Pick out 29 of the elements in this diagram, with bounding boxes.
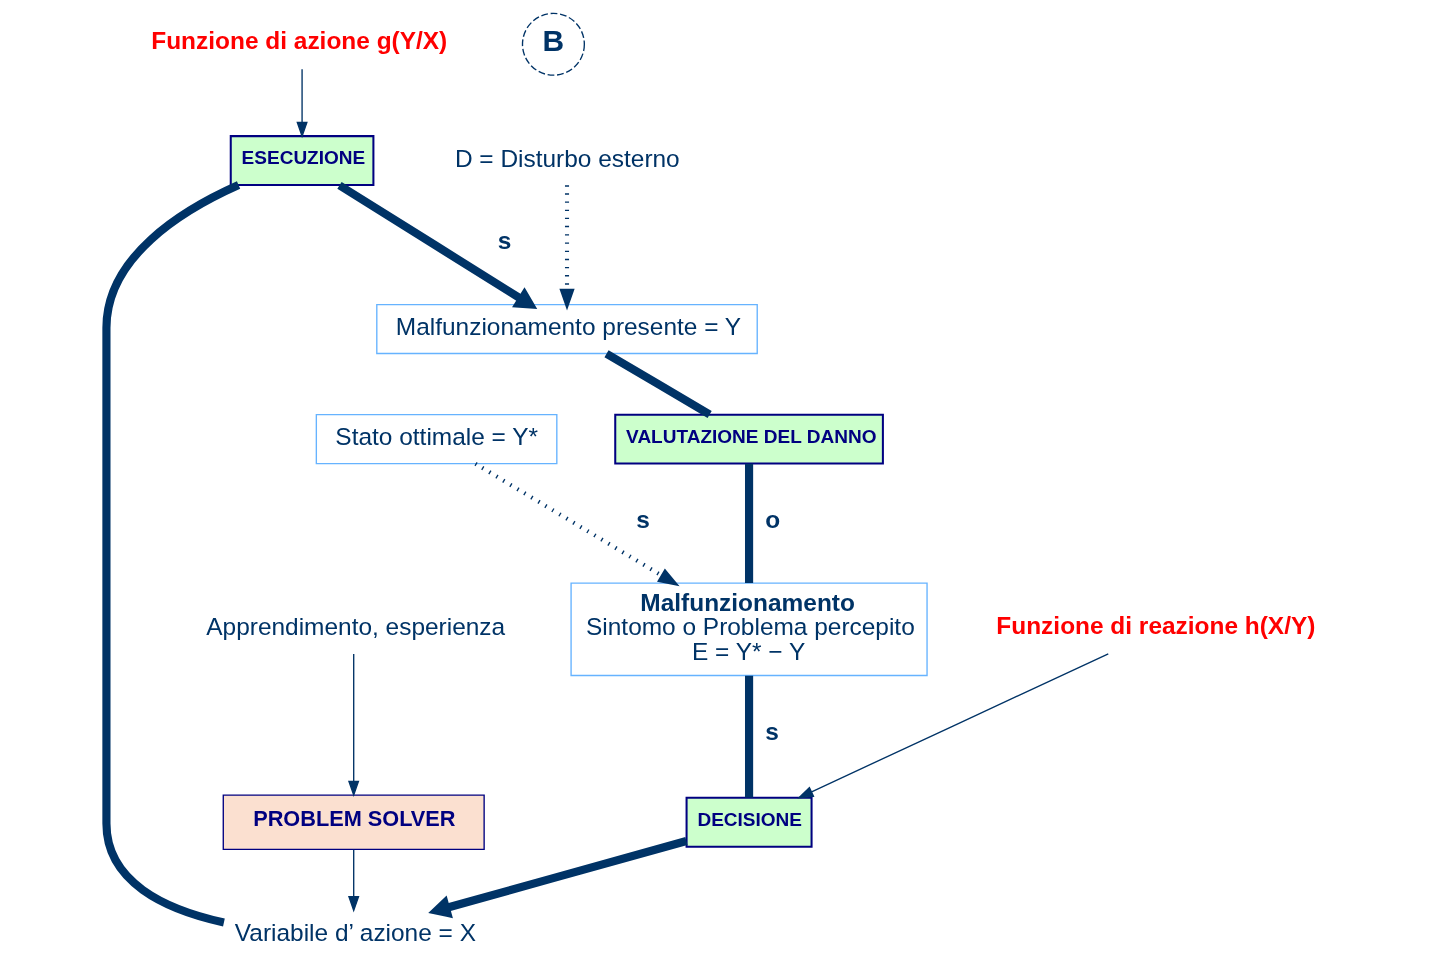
node-box: Malfunzionamento presente = Y xyxy=(375,303,758,355)
arrow xyxy=(427,837,687,919)
arrow xyxy=(558,185,575,311)
node-text: Apprendimento, esperienza xyxy=(205,613,505,641)
connector xyxy=(603,350,712,419)
node-text: Funzione di reazione h(X/Y) xyxy=(995,611,1315,639)
arrow xyxy=(347,653,359,797)
node-text: Funzione di azione g(Y/X) xyxy=(150,26,447,54)
edge-label: s xyxy=(764,717,779,745)
connector xyxy=(101,181,240,927)
node-box: PROBLEM SOLVER xyxy=(222,794,485,851)
arrow xyxy=(336,181,537,310)
arrow xyxy=(473,462,680,587)
node-box: ESECUZIONE xyxy=(229,135,374,187)
node-box: DECISIONE xyxy=(685,796,813,848)
label: B xyxy=(542,23,564,57)
edge-label: s xyxy=(497,227,511,255)
edge-label: o xyxy=(764,505,780,533)
connector xyxy=(744,463,753,584)
edge-label: s xyxy=(635,505,650,533)
node-box: Malfunzionamento Sintomo o Problema percepito E = Y* − Y xyxy=(569,582,928,677)
arrow xyxy=(796,653,1109,799)
arrow xyxy=(295,68,308,139)
node-box: VALUTAZIONE DEL DANNO xyxy=(613,413,884,465)
node-text: Variabile d’ azione = X xyxy=(234,919,476,946)
node-box: Stato ottimale = Y* xyxy=(315,414,557,465)
arrow xyxy=(347,849,359,913)
connector xyxy=(744,675,753,798)
node-text: D = Disturbo esterno xyxy=(454,144,680,172)
